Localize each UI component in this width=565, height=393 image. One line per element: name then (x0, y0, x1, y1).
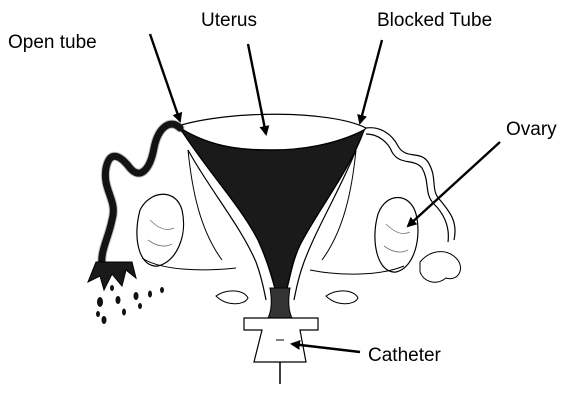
right-fold (326, 291, 358, 304)
label-uterus: Uterus (201, 11, 257, 30)
cervix (268, 288, 292, 318)
right-fimbriae (420, 252, 461, 283)
left-fold (216, 291, 248, 304)
arrow-blocked-tube (360, 40, 382, 123)
left-ovary (137, 194, 184, 266)
label-catheter: Catheter (368, 346, 441, 365)
label-ovary: Ovary (506, 120, 557, 139)
label-blocked-tube: Blocked Tube (377, 11, 492, 30)
arrow-ovary (408, 142, 500, 226)
right-ovary (375, 198, 418, 273)
contrast-spill (96, 285, 164, 324)
uterine-cavity (180, 128, 364, 292)
label-open-tube: Open tube (8, 33, 97, 52)
arrow-open-tube (150, 34, 180, 121)
